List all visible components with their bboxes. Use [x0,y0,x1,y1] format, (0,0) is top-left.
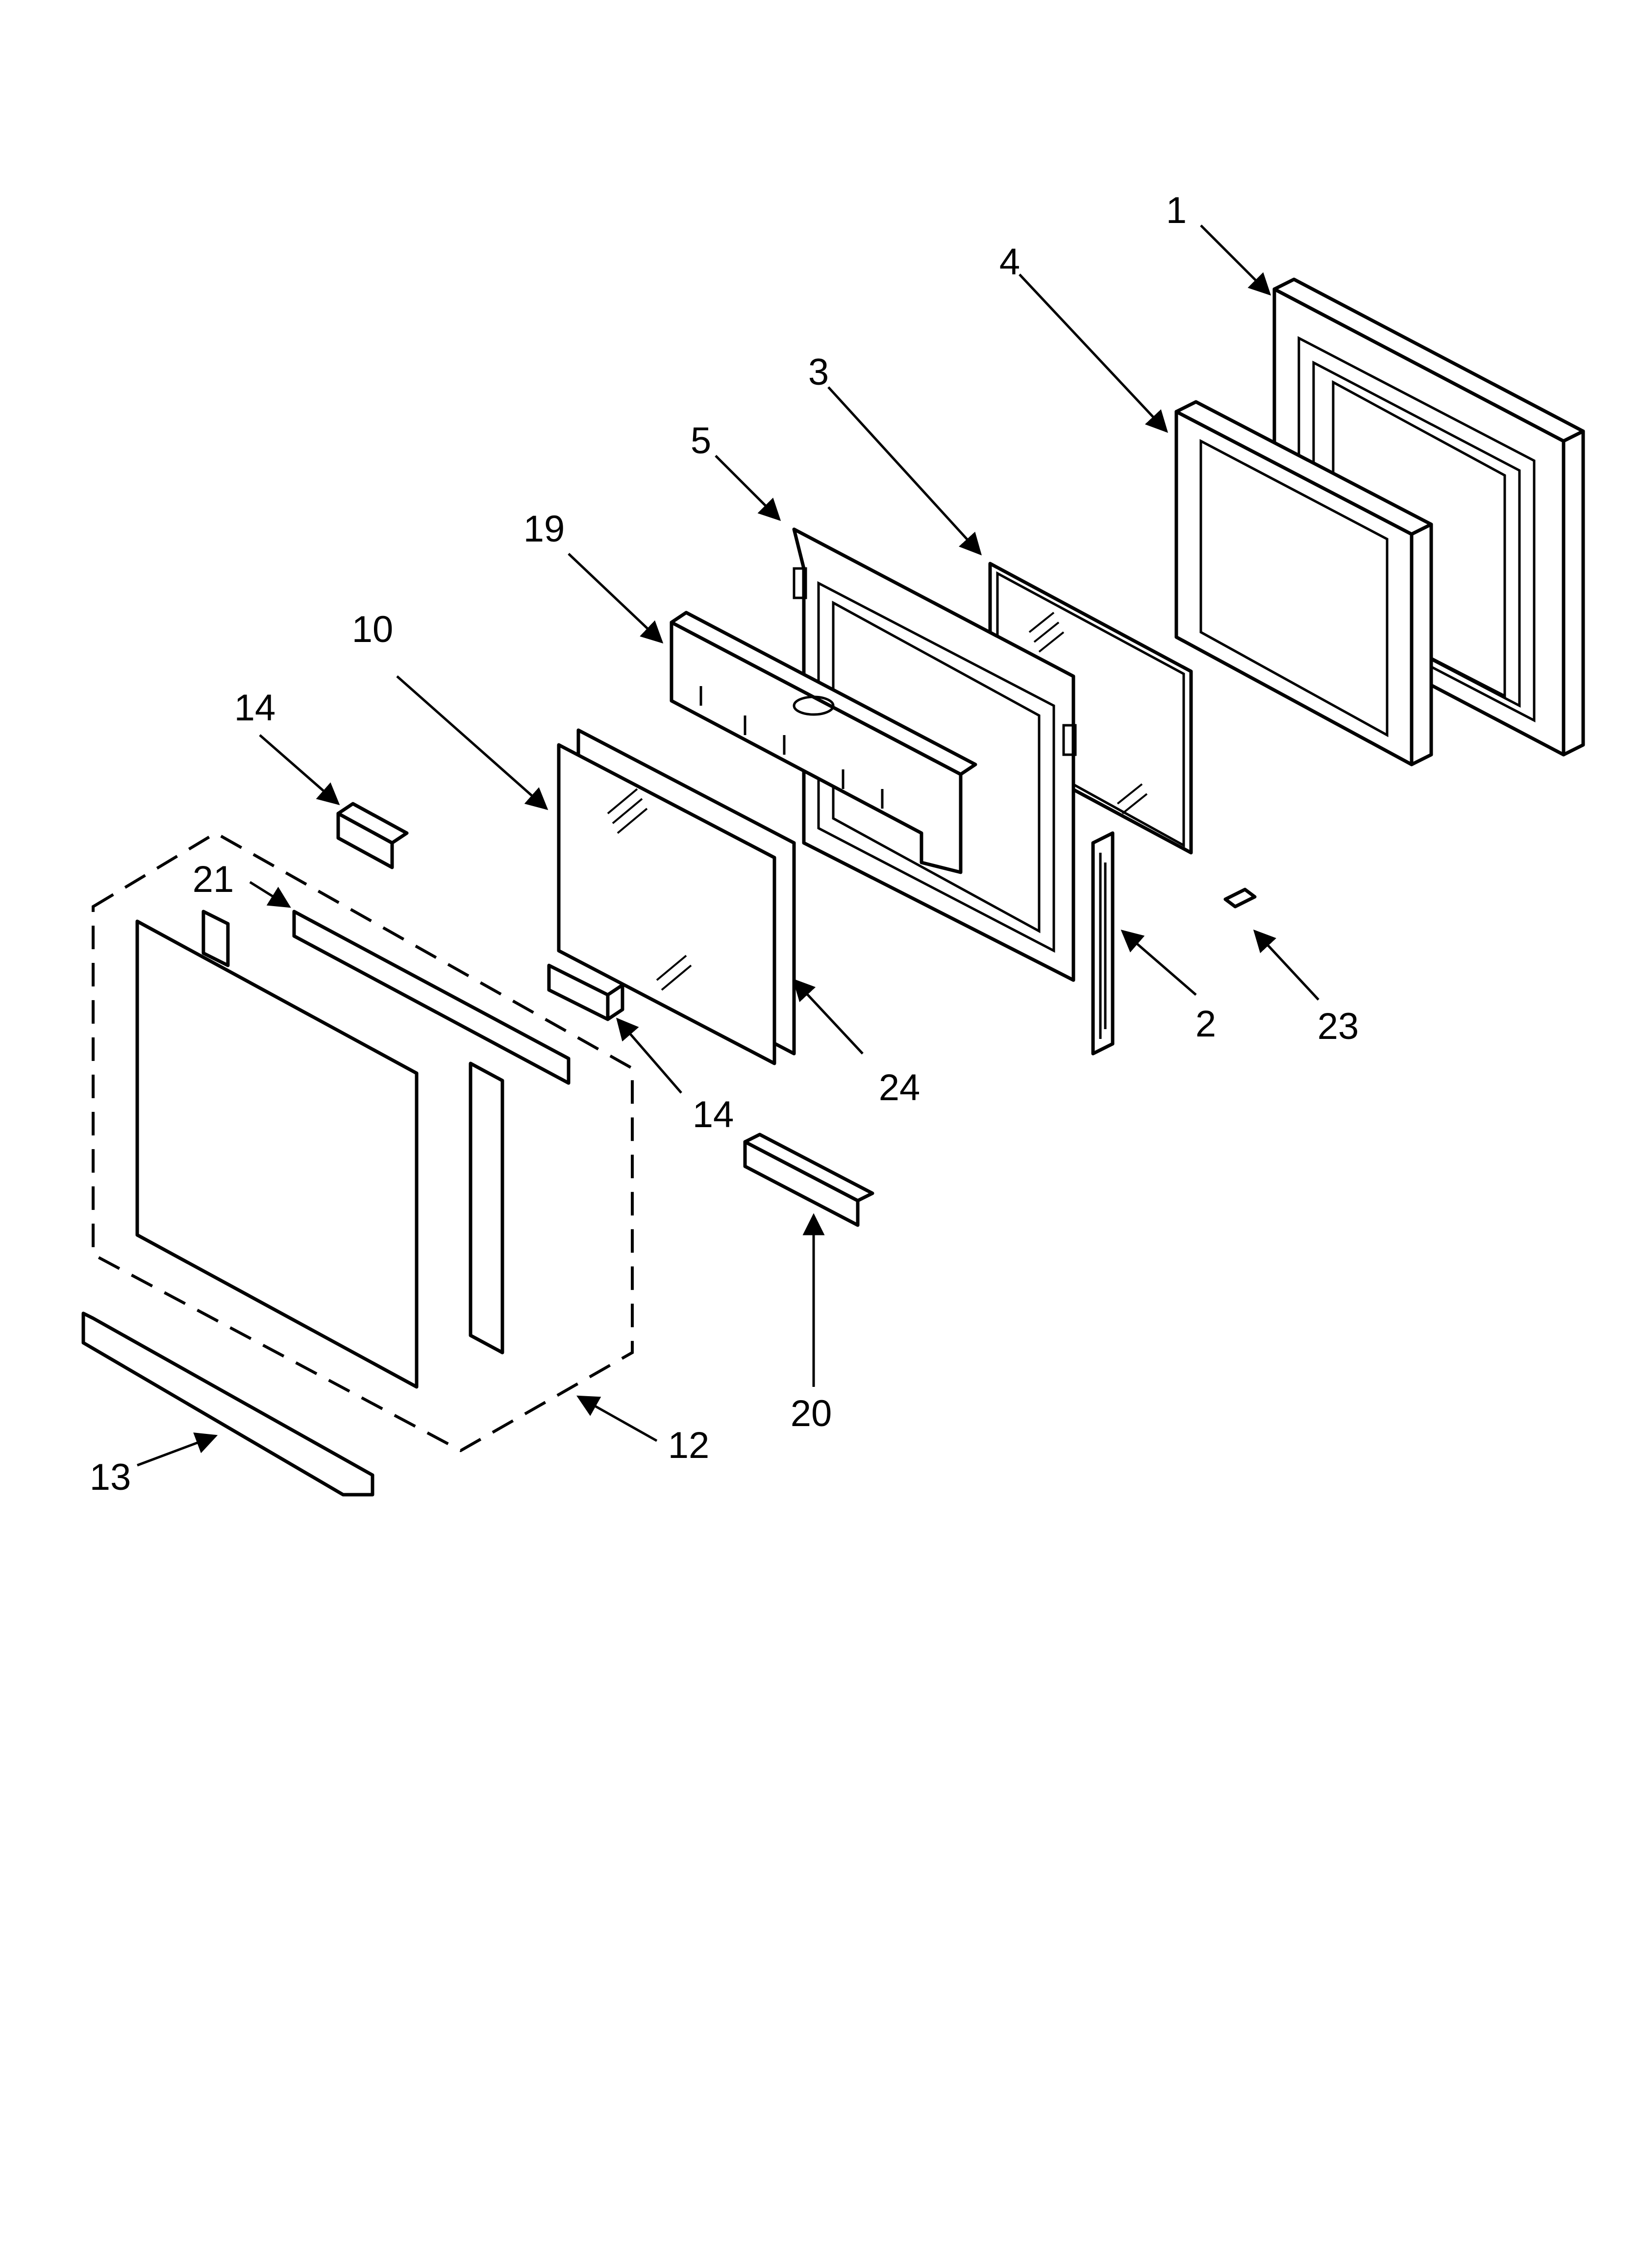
callout-5: 5 [691,420,711,462]
part-10-window-glass-front [557,743,776,1065]
callout-1: 1 [1166,190,1187,231]
part-2-hinge [1091,831,1115,1056]
strip-right [469,1061,504,1355]
callout-14-upper: 14 [234,687,276,729]
part-14-lower-bracket [547,963,624,1021]
part-20-vent-trim [743,1133,874,1227]
callout-10: 10 [352,609,394,650]
callout-20: 20 [791,1393,832,1434]
part-19-baffle [670,611,977,874]
callout-21: 21 [193,859,234,900]
part-21-top-trim [292,910,571,1085]
part-23-clip [1223,887,1257,909]
callout-4: 4 [999,241,1020,283]
door-face-panel [135,919,419,1389]
callout-labels: 1 4 3 5 19 10 14 21 2 23 24 14 20 12 13 [90,190,1359,1498]
callout-3: 3 [808,351,829,393]
part-12-outer-door-assembly [92,831,634,1453]
callout-19: 19 [523,508,565,550]
strip-left [201,910,230,967]
callout-13: 13 [90,1456,131,1498]
callout-2: 2 [1195,1003,1216,1045]
leader-lines [137,224,1319,1467]
callout-23: 23 [1318,1006,1359,1047]
part-13-door-handle [81,1311,374,1497]
part-4-gasket-frame [1174,400,1433,766]
callout-24: 24 [879,1067,920,1109]
callout-14-lower: 14 [693,1094,734,1135]
part-14-upper-bracket [336,802,409,869]
callout-12: 12 [668,1425,710,1466]
